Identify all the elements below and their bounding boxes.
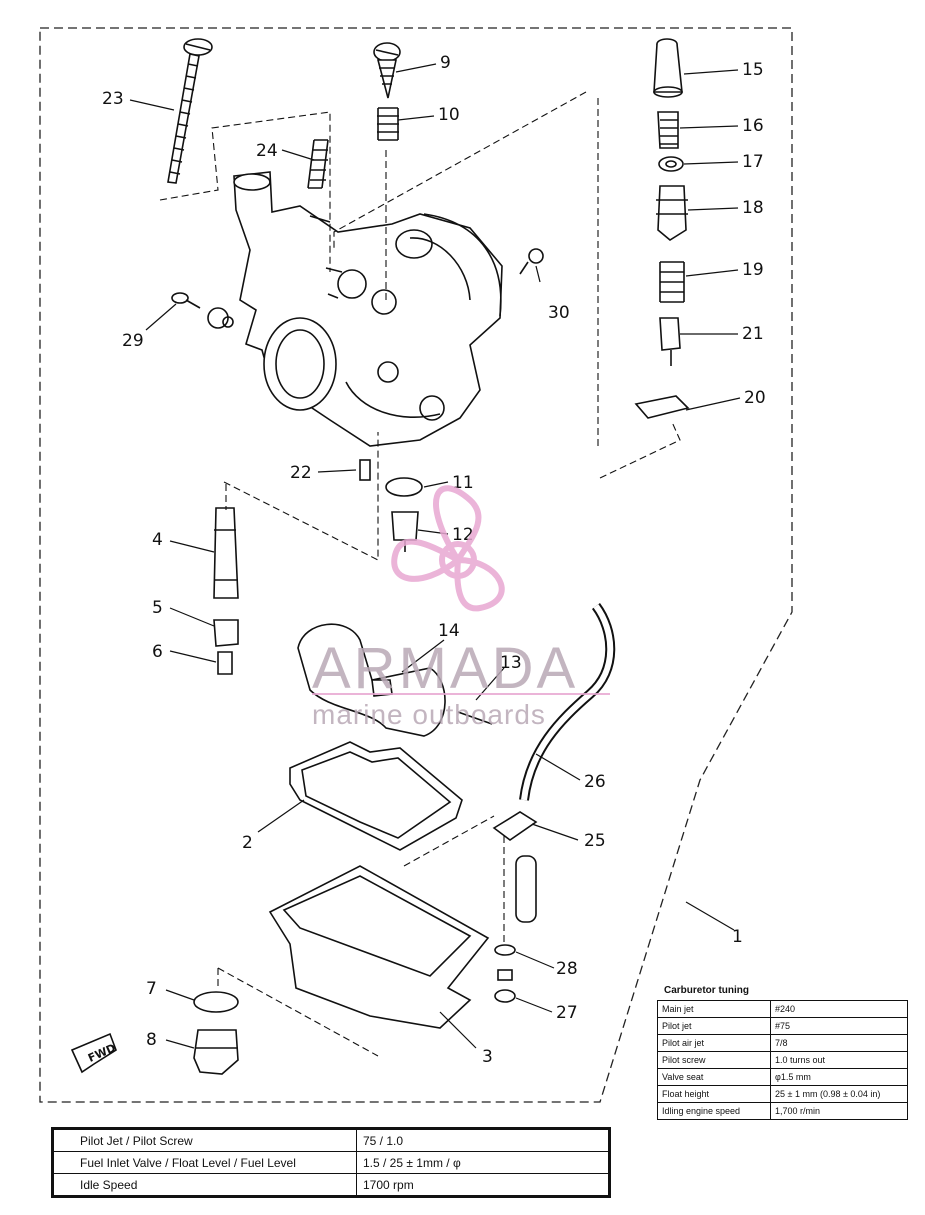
throttle-stop-spring [307, 139, 329, 189]
tuning-row-label: Float height [657, 1085, 771, 1103]
callout-19: 19 [742, 260, 764, 280]
hose-clip [492, 811, 538, 841]
main-jet [217, 651, 233, 675]
leader-lines [129, 63, 741, 1049]
drain-plug [193, 1029, 239, 1075]
throttle-stop-screw [167, 38, 213, 184]
body-screw [519, 248, 544, 275]
callout-27: 27 [556, 1003, 578, 1023]
throttle-valve [213, 507, 239, 599]
float-chamber [268, 865, 490, 1029]
callout-29: 29 [122, 331, 144, 351]
callout-18: 18 [742, 198, 764, 218]
callout-24: 24 [256, 141, 278, 161]
tuning-row-label: Pilot jet [657, 1017, 771, 1035]
callout-2: 2 [242, 833, 253, 853]
callout-30: 30 [548, 303, 570, 323]
tuning-row: Main jet#240 [657, 1000, 908, 1018]
tuning-row-value: 1.0 turns out [770, 1051, 908, 1069]
cable-adjuster [657, 111, 679, 149]
callout-15: 15 [742, 60, 764, 80]
callout-8: 8 [146, 1030, 157, 1050]
pilot-screw-spring [377, 107, 399, 141]
summary-row-value: 1.5 / 25 ± 1mm / φ [356, 1151, 610, 1174]
tuning-row-value: φ1.5 mm [770, 1068, 908, 1086]
main-jet-holder [213, 619, 239, 647]
summary-row: Fuel Inlet Valve / Float Level / Fuel Le… [52, 1151, 610, 1174]
assembly-boundary [39, 27, 793, 1103]
callout-20: 20 [744, 388, 766, 408]
fwd-arrow [70, 1032, 117, 1074]
callout-10: 10 [438, 105, 460, 125]
callout-3: 3 [482, 1047, 493, 1067]
watermark-brand: ARMADA [312, 636, 578, 701]
o-ring [385, 477, 423, 497]
callout-21: 21 [742, 324, 764, 344]
tuning-row-value: #75 [770, 1017, 908, 1035]
callout-23: 23 [102, 89, 124, 109]
float-pin-screw [359, 459, 371, 481]
summary-row-value: 75 / 1.0 [356, 1128, 610, 1152]
callout-25: 25 [584, 831, 606, 851]
carburetor-body [207, 171, 503, 447]
callout-28: 28 [556, 959, 578, 979]
tuning-row-label: Valve seat [657, 1068, 771, 1086]
needle-holder [659, 317, 681, 366]
tuning-row: Pilot jet#75 [657, 1017, 908, 1035]
callout-17: 17 [742, 152, 764, 172]
drain-o-ring [193, 991, 239, 1013]
gasket-plate [634, 395, 690, 419]
tuning-row-value: #240 [770, 1000, 908, 1018]
tuning-table-title: Carburetor tuning [664, 985, 749, 996]
callout-6: 6 [152, 642, 163, 662]
watermark-tagline: marine outboards [312, 699, 546, 730]
callout-4: 4 [152, 530, 163, 550]
callout-14: 14 [438, 621, 460, 641]
callout-5: 5 [152, 598, 163, 618]
tuning-row-label: Pilot screw [657, 1051, 771, 1069]
summary-row-value: 1700 rpm [356, 1173, 610, 1197]
washer [494, 944, 516, 956]
tuning-row-value: 7/8 [770, 1034, 908, 1052]
watermark: ARMADA marine outboards [312, 485, 610, 730]
tuning-row-label: Idling engine speed [657, 1102, 771, 1120]
callout-1: 1 [732, 927, 743, 947]
throttle-valve-spring [659, 261, 685, 303]
chamber-screw [494, 969, 516, 1003]
summary-row-label: Fuel Inlet Valve / Float Level / Fuel Le… [52, 1151, 357, 1174]
drain-tube [515, 855, 537, 923]
pilot-screw [373, 42, 401, 99]
callout-13: 13 [500, 653, 522, 673]
float-chamber-gasket [289, 741, 463, 851]
tuning-row-label: Main jet [657, 1000, 771, 1018]
callout-22: 22 [290, 463, 312, 483]
lever-screw [171, 292, 201, 309]
callout-16: 16 [742, 116, 764, 136]
callout-7: 7 [146, 979, 157, 999]
lock-nut [658, 156, 684, 172]
callout-26: 26 [584, 772, 606, 792]
tuning-row-value: 1,700 r/min [770, 1102, 908, 1120]
callout-9: 9 [440, 53, 451, 73]
summary-row-label: Idle Speed [52, 1173, 357, 1197]
tuning-row-value: 25 ± 1 mm (0.98 ± 0.04 in) [770, 1085, 908, 1103]
float-pin [457, 711, 493, 725]
alignment-lines [159, 91, 681, 1057]
mixing-chamber-top [656, 185, 688, 241]
tuning-row-label: Pilot air jet [657, 1034, 771, 1052]
summary-row-label: Pilot Jet / Pilot Screw [52, 1128, 357, 1152]
cable-cap [653, 38, 683, 98]
propeller-logo-icon [391, 485, 505, 612]
